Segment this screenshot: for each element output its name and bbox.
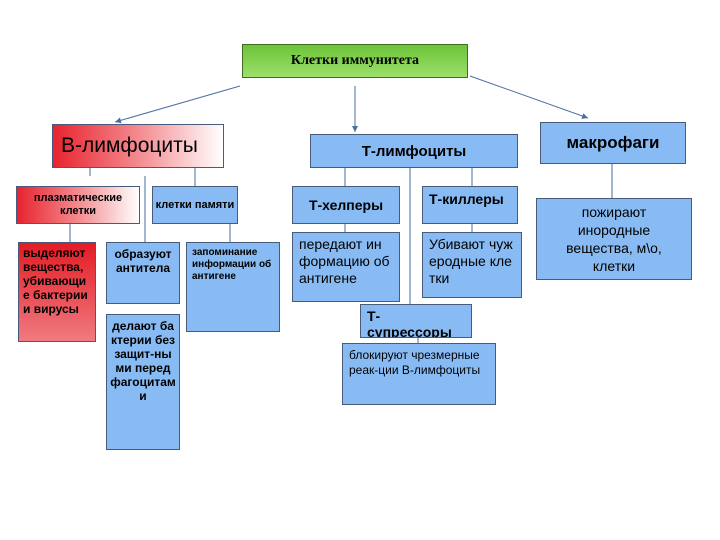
t-killers-desc-text: Убивают чужеродные клетки — [429, 236, 513, 286]
macrophages-desc-node: пожирают инородные вещества, м\о, клетки — [536, 198, 692, 280]
root-label: Клетки иммунитета — [290, 53, 420, 68]
root-node: Клетки иммунитета — [242, 44, 468, 78]
macrophages-node: макрофаги — [540, 122, 686, 164]
t-helpers-label: Т-хелперы — [308, 197, 384, 213]
t-killers-node: Т-киллеры — [422, 186, 518, 224]
memory-desc-text: запоминание информации об антигене — [192, 247, 272, 282]
antibodies-desc-node: делают бактерии беззащит-ными перед фаго… — [106, 314, 180, 450]
antibodies-label: образуют антитела — [114, 247, 172, 275]
t-helpers-node: Т-хелперы — [292, 186, 400, 224]
memory-cells-label: клетки памяти — [155, 198, 235, 211]
t-suppressors-desc-text: блокируют чрезмерные реак-ции В-лимфоцит… — [349, 348, 481, 377]
antibodies-desc-text: делают бактерии беззащит-ными перед фаго… — [110, 319, 176, 403]
macrophages-label: макрофаги — [566, 133, 660, 152]
t-lymphocytes-label: Т-лимфоциты — [361, 142, 467, 160]
t-suppressors-desc-node: блокируют чрезмерные реак-ции В-лимфоцит… — [342, 343, 496, 405]
plasma-desc-text: выделяют вещества, убивающие бактерии и … — [23, 246, 88, 316]
arrow-to-b-lymphocytes — [114, 85, 241, 124]
memory-desc-node: запоминание информации об антигене — [186, 242, 280, 332]
t-helpers-desc-text: передают информацию об антигене — [299, 236, 390, 286]
t-suppressors-label: Т-супрессоры — [367, 308, 452, 338]
b-lymphocytes-label: В-лимфоциты — [61, 134, 198, 157]
t-killers-desc-node: Убивают чужеродные клетки — [422, 232, 522, 298]
t-lymphocytes-node: Т-лимфоциты — [310, 134, 518, 168]
plasma-desc-node: выделяют вещества, убивающие бактерии и … — [18, 242, 96, 342]
t-suppressors-node: Т-супрессоры — [360, 304, 472, 338]
antibodies-node: образуют антитела — [106, 242, 180, 304]
macrophages-desc-text: пожирают инородные вещества, м\о, клетки — [566, 204, 662, 274]
plasma-cells-label: плазматические клетки — [33, 192, 123, 217]
b-lymphocytes-node: В-лимфоциты — [52, 124, 224, 168]
arrow-to-macrophages — [469, 75, 589, 119]
memory-cells-node: клетки памяти — [152, 186, 238, 224]
t-killers-label: Т-киллеры — [429, 191, 504, 207]
plasma-cells-node: плазматические клетки — [16, 186, 140, 224]
t-helpers-desc-node: передают информацию об антигене — [292, 232, 400, 302]
